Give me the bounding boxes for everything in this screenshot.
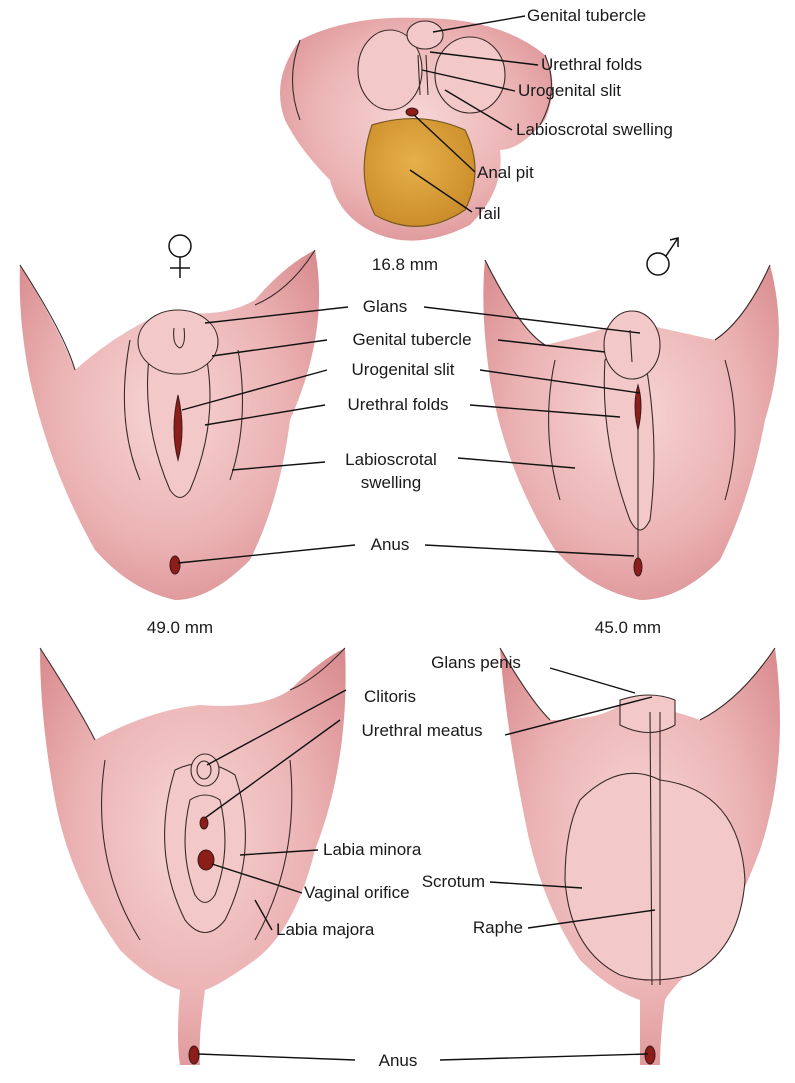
stage3-label-labia-majora: Labia majora <box>276 920 375 939</box>
stage2-label-urogenital-slit: Urogenital slit <box>352 360 455 379</box>
stage2-label-anus: Anus <box>371 535 410 554</box>
stage2-label-labioscrotal-2: swelling <box>361 473 421 492</box>
stage3-label-raphe: Raphe <box>473 918 523 937</box>
female-stage3-illustration <box>40 648 346 1065</box>
stage2-label-genital-tubercle: Genital tubercle <box>352 330 471 349</box>
stage3-label-urethral-meatus: Urethral meatus <box>362 721 483 740</box>
stage2-label-urethral-folds: Urethral folds <box>347 395 448 414</box>
male-stage3-illustration <box>500 648 780 1065</box>
stage2-label-glans: Glans <box>363 297 407 316</box>
stage3-label-glans-penis: Glans penis <box>431 653 521 672</box>
stage1-size-label: 16.8 mm <box>372 255 438 274</box>
stage3-label-anus: Anus <box>379 1051 418 1070</box>
stage1-label-anal-pit: Anal pit <box>477 163 534 182</box>
stage1-label-urethral-folds: Urethral folds <box>541 55 642 74</box>
male-stage2-illustration <box>483 260 779 600</box>
stage3-label-vaginal-orifice: Vaginal orifice <box>304 883 410 902</box>
stage2-label-labioscrotal-1: Labioscrotal <box>345 450 437 469</box>
tail-shape <box>364 119 475 227</box>
stage1-label-urogenital-slit: Urogenital slit <box>518 81 621 100</box>
male-stage2-size: 45.0 mm <box>595 618 661 637</box>
stage3-label-labia-minora: Labia minora <box>323 840 422 859</box>
male-symbol-icon <box>647 238 678 275</box>
stage1-label-tail: Tail <box>475 204 501 223</box>
stage1-label-labioscrotal-swelling: Labioscrotal swelling <box>516 120 673 139</box>
stage1-label-genital-tubercle: Genital tubercle <box>527 6 646 25</box>
female-stage2-illustration <box>20 250 319 600</box>
stage3-label-clitoris: Clitoris <box>364 687 416 706</box>
female-stage2-size: 49.0 mm <box>147 618 213 637</box>
female-symbol-icon <box>169 235 191 278</box>
stage3-label-scrotum: Scrotum <box>422 872 485 891</box>
